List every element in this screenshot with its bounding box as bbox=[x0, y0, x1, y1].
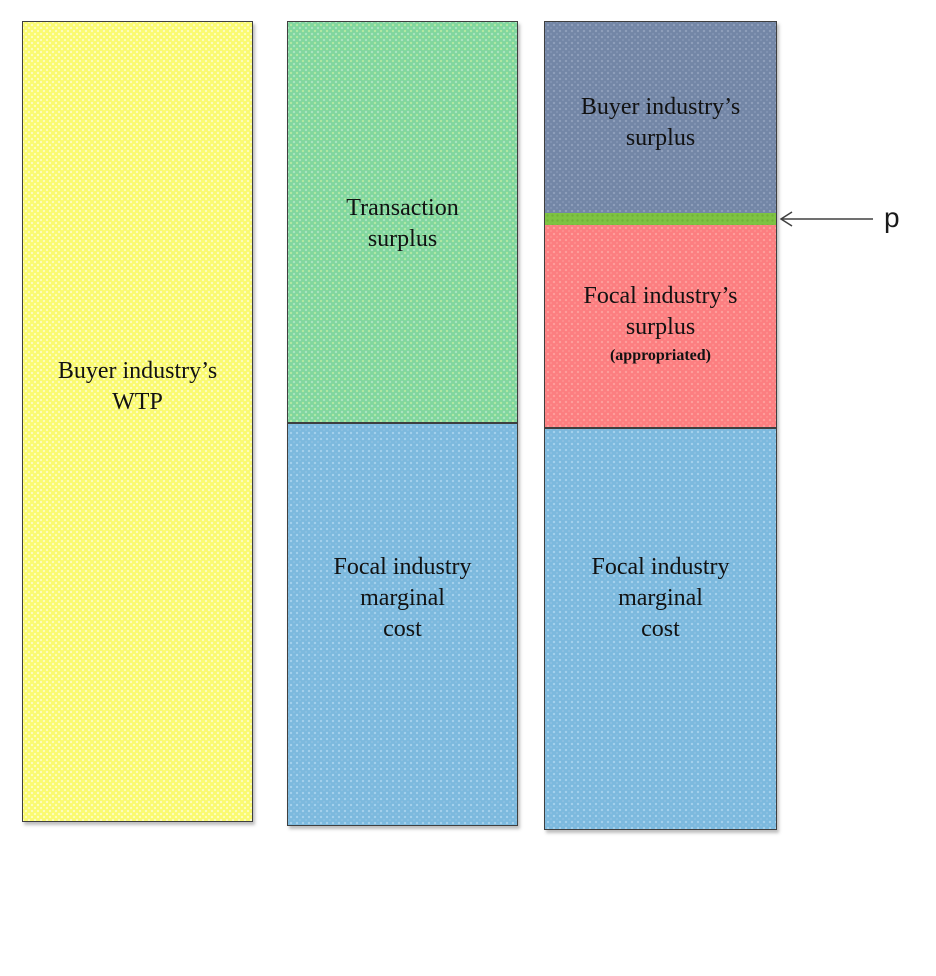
segment-price-strip bbox=[545, 213, 776, 225]
price-label: p bbox=[884, 202, 900, 233]
segment-focal-marginal-cost-right: Focal industry marginal cost bbox=[544, 428, 777, 830]
segment-buyer-surplus: Buyer industry’s surplus bbox=[545, 22, 776, 213]
label-line: surplus bbox=[625, 125, 696, 151]
label-line: Buyer industry’s bbox=[57, 358, 218, 384]
label-line: Focal industry bbox=[591, 554, 730, 580]
label-line: Buyer industry’s bbox=[580, 94, 741, 120]
label-line: cost bbox=[383, 616, 422, 642]
label-line: Focal industry bbox=[333, 554, 472, 580]
label-line: Transaction bbox=[346, 195, 459, 221]
appropriated-note: (appropriated) bbox=[609, 347, 712, 364]
focal-marginal-cost-label: Focal industry marginal cost bbox=[545, 552, 776, 645]
column-appropriation-split: Buyer industry’s surplus Focal industry’… bbox=[544, 21, 777, 428]
label-line: cost bbox=[641, 616, 680, 642]
segment-transaction-surplus: Transaction surplus bbox=[287, 21, 518, 423]
label-line: WTP bbox=[112, 389, 163, 415]
column-buyer-wtp: Buyer industry’s WTP bbox=[22, 21, 253, 822]
label-line: Focal industry’s bbox=[583, 283, 738, 309]
segment-focal-marginal-cost-middle: Focal industry marginal cost bbox=[287, 423, 518, 826]
label-line: marginal bbox=[618, 585, 703, 611]
label-line: marginal bbox=[360, 585, 445, 611]
focal-surplus-label: Focal industry’s surplus (appropriated) bbox=[545, 281, 776, 365]
buyer-surplus-label: Buyer industry’s surplus bbox=[545, 92, 776, 154]
price-arrow-icon bbox=[779, 211, 873, 227]
buyer-wtp-label: Buyer industry’s WTP bbox=[23, 356, 252, 418]
focal-marginal-cost-label: Focal industry marginal cost bbox=[288, 552, 517, 645]
transaction-surplus-label: Transaction surplus bbox=[288, 193, 517, 255]
segment-focal-surplus: Focal industry’s surplus (appropriated) bbox=[545, 225, 776, 427]
label-line: surplus bbox=[625, 314, 696, 340]
label-line: surplus bbox=[367, 226, 438, 252]
